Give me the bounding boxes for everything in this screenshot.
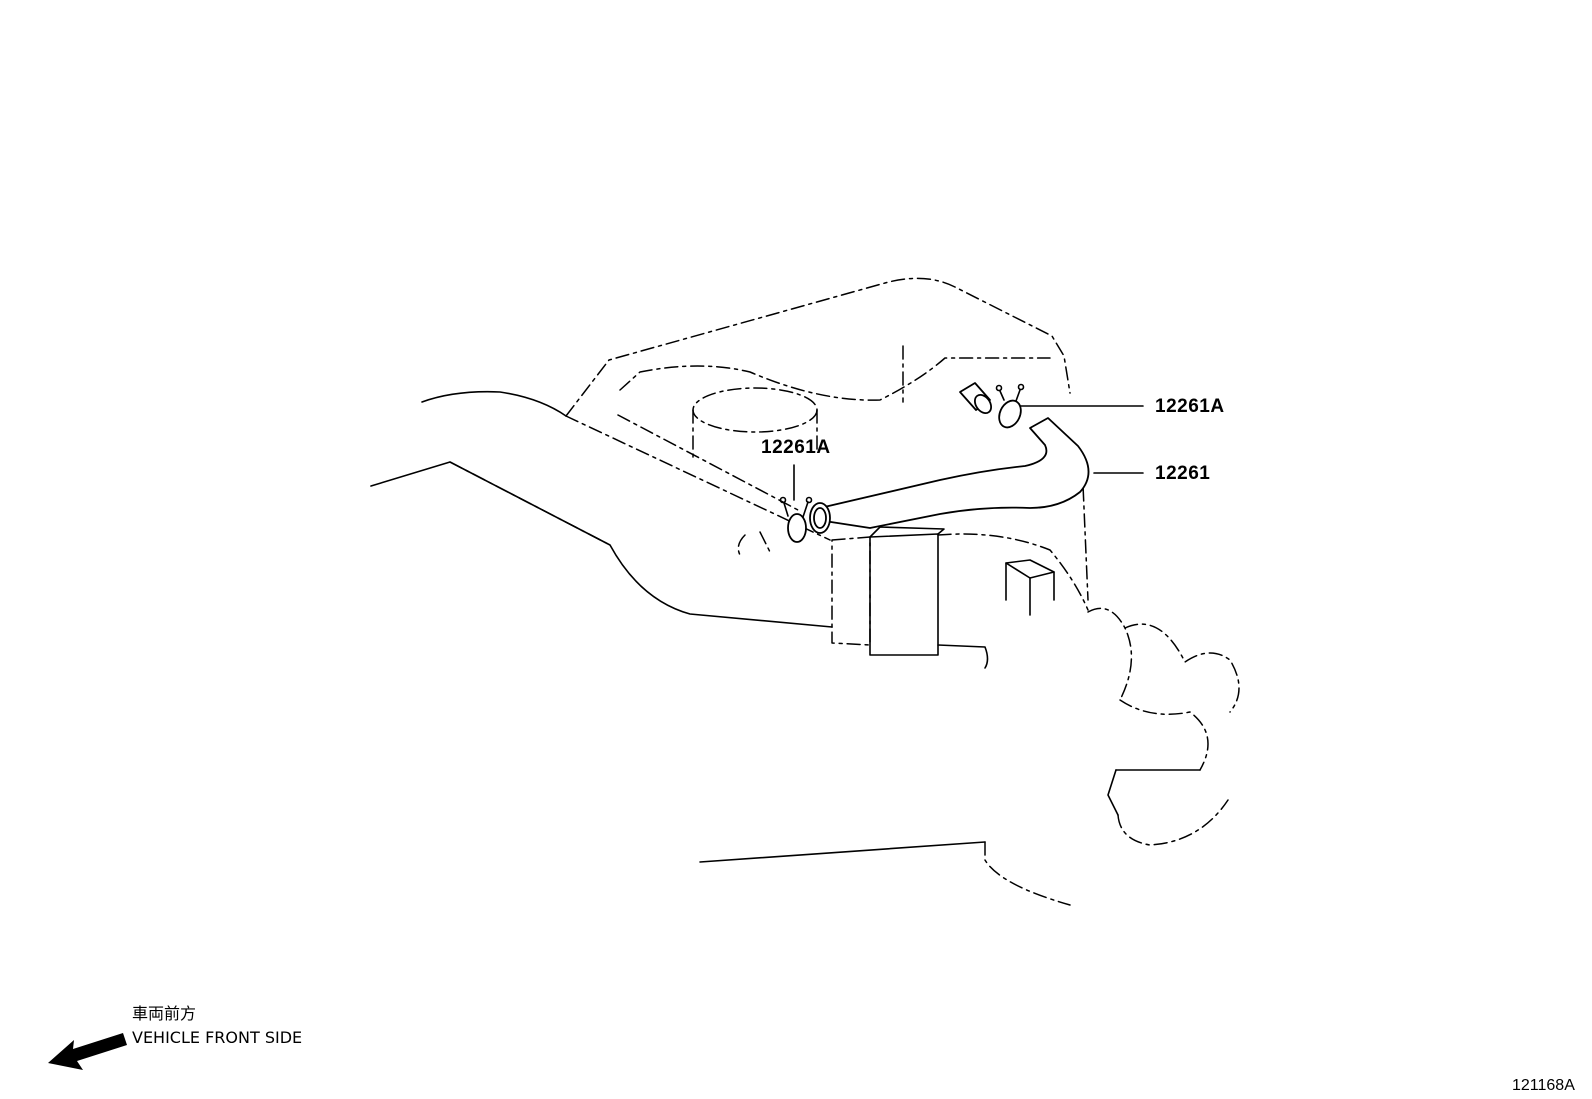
illustration-code: 121168A bbox=[1512, 1077, 1575, 1094]
front-label-japanese: 車両前方 bbox=[132, 1004, 196, 1023]
callout-clamp-upper: 12261A bbox=[1155, 396, 1225, 417]
vehicle-front-indicator: 車両前方 VEHICLE FRONT SIDE bbox=[48, 1004, 302, 1070]
hose-12261 bbox=[809, 417, 1090, 534]
front-label-english: VEHICLE FRONT SIDE bbox=[132, 1028, 302, 1047]
arrow-left-down-icon bbox=[48, 1033, 127, 1070]
clamp-upper bbox=[959, 382, 1025, 429]
callout-clamp-lower: 12261A bbox=[761, 437, 831, 458]
engine-outline bbox=[370, 277, 1240, 906]
callout-hose: 12261 bbox=[1155, 463, 1210, 484]
clamp-lower bbox=[779, 496, 813, 543]
